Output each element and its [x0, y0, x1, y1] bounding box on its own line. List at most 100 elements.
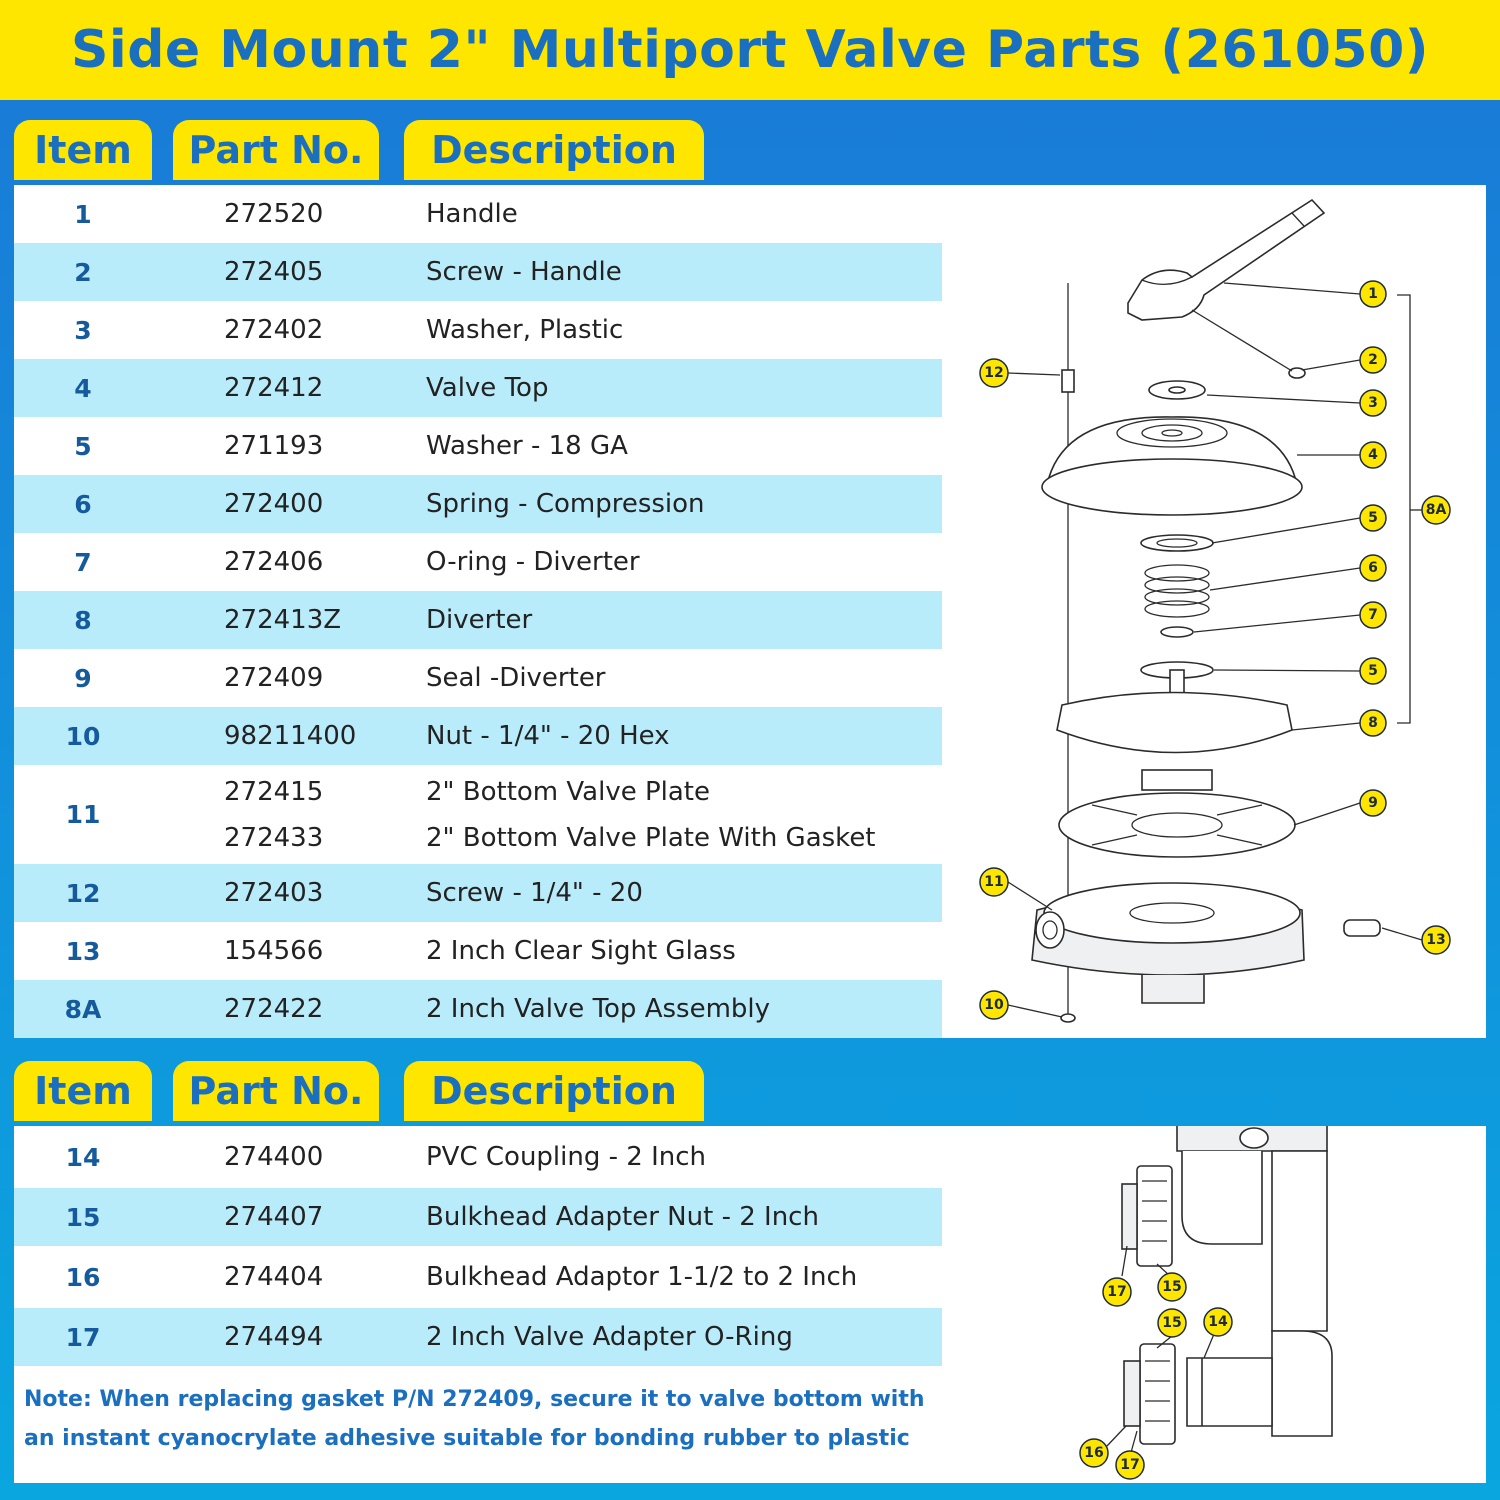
callout-1: 1: [1359, 280, 1387, 308]
page-title: Side Mount 2" Multiport Valve Parts (261…: [70, 20, 1430, 80]
coupling-part: [1186, 1357, 1273, 1427]
nut-part: [1060, 1013, 1076, 1023]
description: Spring - Compression: [426, 489, 705, 519]
part-number: 272409: [224, 663, 324, 693]
callout-5: 5: [1359, 504, 1387, 532]
callout-4: 4: [1359, 441, 1387, 469]
table-row: 9 272409 Seal -Diverter: [14, 649, 942, 707]
header-item-2: Item: [14, 1061, 152, 1121]
svg-text:12: 12: [984, 365, 1003, 381]
item-number: 11: [65, 800, 101, 829]
header-part-no: Part No.: [173, 120, 379, 180]
part-number: 274407: [224, 1202, 324, 1232]
part-number: 272422: [224, 994, 324, 1024]
callout-8: 8: [1359, 709, 1387, 737]
callout-15: 15: [1157, 1272, 1187, 1302]
svg-text:5: 5: [1368, 510, 1378, 526]
part-number: 272405: [224, 257, 324, 287]
part-number: 272403: [224, 878, 324, 908]
svg-text:1: 1: [1368, 286, 1378, 302]
lower-adapter-part: [1139, 1343, 1176, 1445]
upper-elbow-part: [1181, 1151, 1263, 1245]
item-number: 10: [65, 721, 101, 751]
svg-text:13: 13: [1426, 932, 1445, 948]
screw-part: [1288, 367, 1306, 379]
item-number: 14: [65, 1142, 101, 1172]
callout-6: 6: [1359, 554, 1387, 582]
description: 2 Inch Valve Top Assembly: [426, 994, 771, 1024]
description: Bulkhead Adapter Nut - 2 Inch: [426, 1202, 819, 1232]
svg-text:10: 10: [984, 997, 1004, 1013]
part-number: 272402: [224, 315, 324, 345]
item-number: 8: [74, 605, 92, 635]
item-number: 8A: [64, 994, 102, 1024]
part-number: 98211400: [224, 721, 357, 751]
svg-text:16: 16: [1084, 1445, 1103, 1461]
callout-9: 9: [1359, 789, 1387, 817]
callout-7: 7: [1359, 601, 1387, 629]
handle-part: [1127, 198, 1326, 321]
item-number: 2: [74, 257, 92, 287]
part-number: 272413Z: [224, 605, 342, 635]
callout-16: 16: [1079, 1438, 1109, 1468]
item-number: 9: [74, 663, 92, 693]
item-number: 7: [74, 547, 92, 577]
item-number: 13: [65, 936, 101, 966]
table-row: 8A 272422 2 Inch Valve Top Assembly: [14, 980, 942, 1038]
part-number: 271193: [224, 431, 324, 461]
header-description: Description: [404, 120, 704, 180]
callout-8A: 8A: [1421, 495, 1451, 525]
header-description-2: Description: [404, 1061, 704, 1121]
svg-text:4: 4: [1368, 447, 1378, 463]
svg-text:8: 8: [1368, 715, 1378, 731]
item-number: 3: [74, 315, 92, 345]
callout-14: 14: [1203, 1307, 1233, 1337]
callout-2: 2: [1359, 346, 1387, 374]
part-number: 272406: [224, 547, 324, 577]
item-number: 12: [65, 878, 101, 908]
note-line-1: Note: When replacing gasket P/N 272409, …: [24, 1387, 925, 1412]
item-number: 15: [65, 1202, 101, 1232]
part-number: 272433: [224, 822, 324, 853]
part-number: 272415: [224, 776, 324, 807]
callout-3: 3: [1359, 389, 1387, 417]
callout-15: 15: [1157, 1308, 1187, 1338]
callout-17: 17: [1102, 1277, 1132, 1307]
description: 2 Inch Clear Sight Glass: [426, 936, 736, 966]
description: 2" Bottom Valve Plate: [426, 776, 710, 807]
description: Seal -Diverter: [426, 663, 606, 693]
note-text: Note: When replacing gasket P/N 272409, …: [14, 1366, 942, 1483]
item-number: 4: [74, 373, 92, 403]
part-number: 274494: [224, 1322, 324, 1352]
description: PVC Coupling - 2 Inch: [426, 1142, 706, 1172]
part-number-group: 272415 272433: [224, 765, 323, 864]
description: Valve Top: [426, 373, 549, 403]
description: Handle: [426, 199, 518, 229]
callout-13: 13: [1421, 925, 1451, 955]
seal-part: [1058, 792, 1296, 858]
callout-11: 11: [979, 867, 1009, 897]
header-part-no-2: Part No.: [173, 1061, 379, 1121]
item-number: 17: [65, 1322, 101, 1352]
item-number: 1: [74, 199, 92, 229]
description: Nut - 1/4" - 20 Hex: [426, 721, 670, 751]
item-number: 5: [74, 431, 92, 461]
svg-text:15: 15: [1162, 1315, 1181, 1331]
